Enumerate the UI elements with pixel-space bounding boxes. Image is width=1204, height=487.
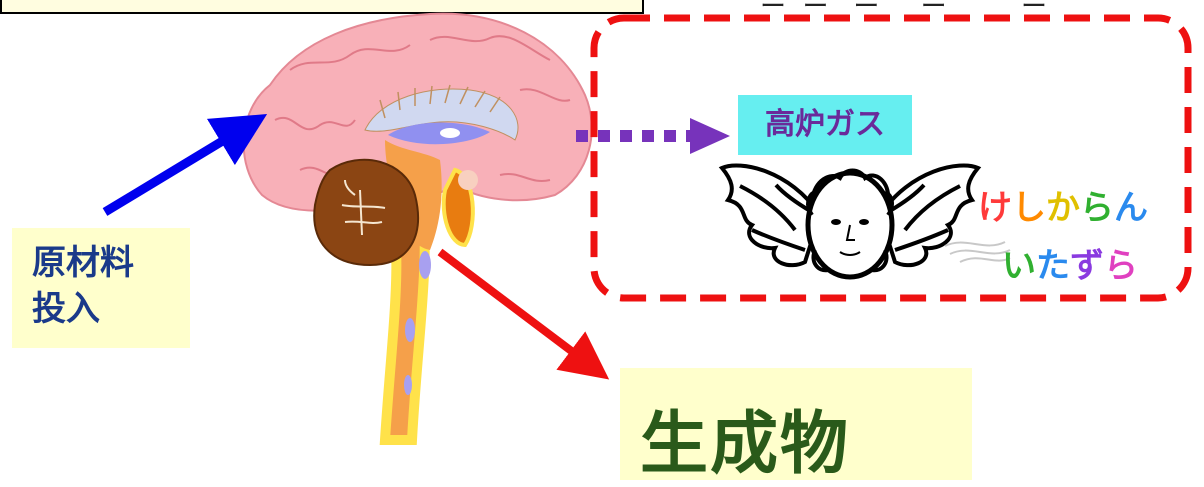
mischief-char: た <box>1036 246 1070 286</box>
mischief-char: け <box>978 188 1012 228</box>
cropped-header-text: ー ー ー ー ー <box>760 0 1047 23</box>
mischief-char: し <box>1012 188 1046 228</box>
raw-material-line-2: 投入 <box>32 289 100 329</box>
output-arrow <box>437 248 610 380</box>
input-arrow <box>102 114 268 216</box>
mischief-char: か <box>1046 188 1080 228</box>
mischief-char: ず <box>1070 246 1104 286</box>
brain-diagram <box>102 12 1192 445</box>
mischief-char: い <box>1002 246 1036 286</box>
cropped-text-fragment: ー ー ー ー ー <box>760 0 1048 22</box>
product-label: 生成物 <box>620 368 972 484</box>
mischief-char: ら <box>1104 246 1138 286</box>
mischief-line-2: いたずら <box>1002 238 1138 287</box>
cerebellum <box>313 158 419 267</box>
mischief-char: ん <box>1114 188 1148 228</box>
furnace-gas-label: 高炉ガス <box>738 95 912 155</box>
raw-material-line-1: 原材料 <box>32 243 134 283</box>
cherub-icon <box>718 163 982 280</box>
raw-material-input-label: 原材料 投入 <box>12 228 190 348</box>
mischief-char: ら <box>1080 188 1114 228</box>
dashed-boundary <box>590 14 1192 302</box>
mischief-line-1: けしからん <box>978 180 1148 229</box>
mischief-swoosh <box>944 241 1011 263</box>
top-banner-edge <box>0 0 644 14</box>
